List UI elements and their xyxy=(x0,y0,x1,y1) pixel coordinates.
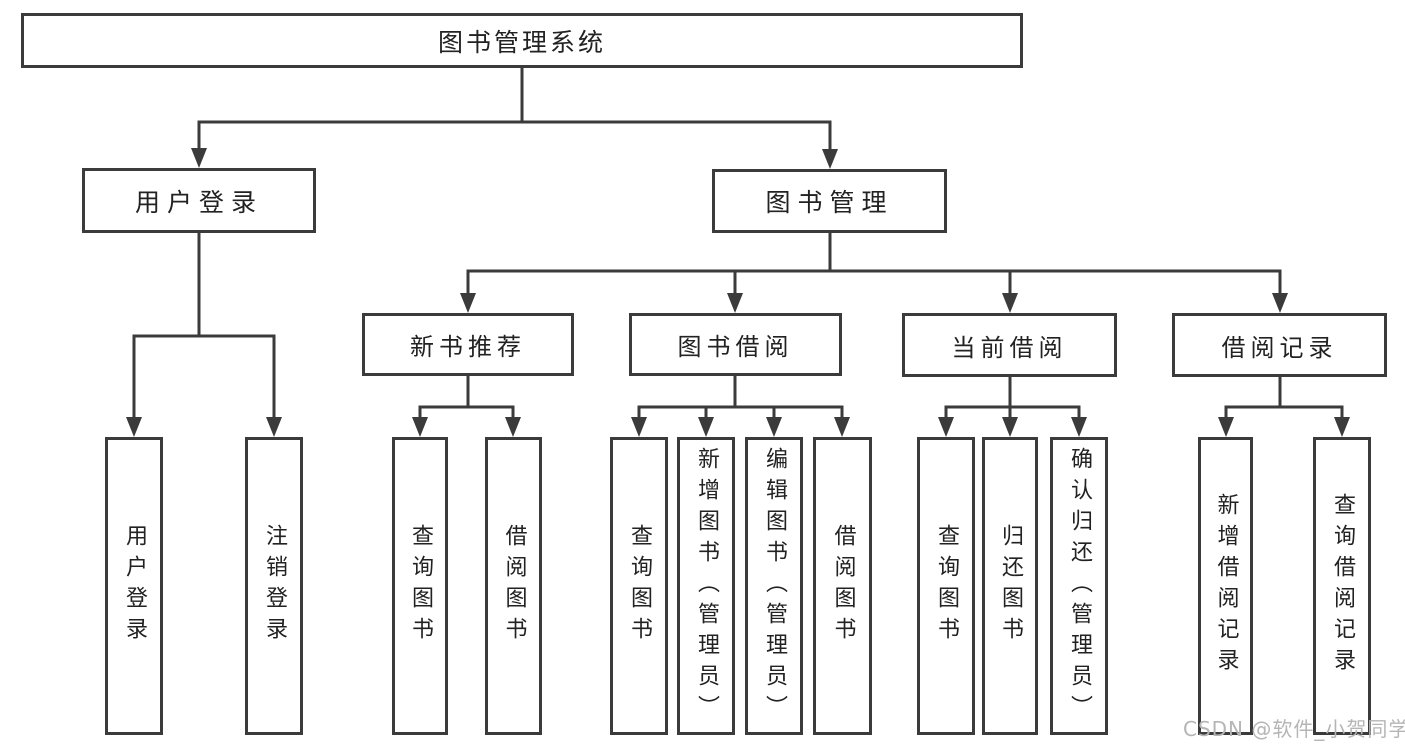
leaf-borrow-books-recommend-label: 借阅图书 xyxy=(501,524,527,648)
leaf-borrow-books-borrowing: 借阅图书 xyxy=(813,437,872,735)
csdn-watermark: CSDN @软件_小贺同学 xyxy=(1183,717,1405,741)
node-new-book-recommend-label: 新书推荐 xyxy=(410,333,526,361)
node-borrowing-records: 借阅记录 xyxy=(1172,313,1387,377)
leaf-query-books-borrowing-label: 查询图书 xyxy=(627,524,652,648)
leaf-borrow-books-recommend: 借阅图书 xyxy=(485,437,542,735)
leaf-add-books-admin-label: 新增图书（管理员） xyxy=(694,446,719,726)
node-user-login-label: 用户登录 xyxy=(134,187,263,217)
node-user-login: 用户登录 xyxy=(82,168,316,233)
leaf-confirm-return-admin: 确认归还（管理员） xyxy=(1050,437,1108,735)
leaf-user-login: 用户登录 xyxy=(105,437,163,735)
leaf-query-borrow-record-label: 查询借阅记录 xyxy=(1330,493,1355,679)
leaf-query-books-current: 查询图书 xyxy=(917,437,975,735)
leaf-user-login-label: 用户登录 xyxy=(122,524,147,648)
node-library-system-label: 图书管理系统 xyxy=(437,27,606,57)
leaf-add-books-admin: 新增图书（管理员） xyxy=(677,437,735,735)
leaf-edit-books-admin: 编辑图书（管理员） xyxy=(745,437,803,735)
leaf-query-books-recommend-label: 查询图书 xyxy=(408,524,433,648)
leaf-return-books: 归还图书 xyxy=(982,437,1038,735)
leaf-add-borrow-record-label: 新增借阅记录 xyxy=(1213,493,1239,679)
node-book-borrowing: 图书借阅 xyxy=(629,313,842,376)
leaf-query-books-borrowing: 查询图书 xyxy=(610,437,668,735)
leaf-return-books-label: 归还图书 xyxy=(998,524,1023,648)
leaf-confirm-return-admin-label: 确认归还（管理员） xyxy=(1067,446,1092,726)
node-current-borrowing: 当前借阅 xyxy=(902,313,1117,377)
leaf-query-books-recommend: 查询图书 xyxy=(392,437,448,735)
leaf-borrow-books-borrowing-label: 借阅图书 xyxy=(830,524,856,648)
node-borrowing-records-label: 借阅记录 xyxy=(1221,333,1338,362)
node-new-book-recommend: 新书推荐 xyxy=(362,313,574,376)
leaf-query-books-current-label: 查询图书 xyxy=(934,524,959,648)
node-book-borrowing-label: 图书借阅 xyxy=(677,333,794,361)
leaf-logout-label: 注销登录 xyxy=(262,524,287,648)
leaf-logout: 注销登录 xyxy=(245,437,303,735)
leaf-edit-books-admin-label: 编辑图书（管理员） xyxy=(762,446,787,726)
node-current-borrowing-label: 当前借阅 xyxy=(951,333,1068,362)
node-book-management: 图书管理 xyxy=(712,169,947,233)
node-book-management-label: 图书管理 xyxy=(765,188,894,217)
leaf-add-borrow-record: 新增借阅记录 xyxy=(1198,437,1253,735)
node-library-system: 图书管理系统 xyxy=(21,13,1023,68)
leaf-query-borrow-record: 查询借阅记录 xyxy=(1313,437,1371,735)
